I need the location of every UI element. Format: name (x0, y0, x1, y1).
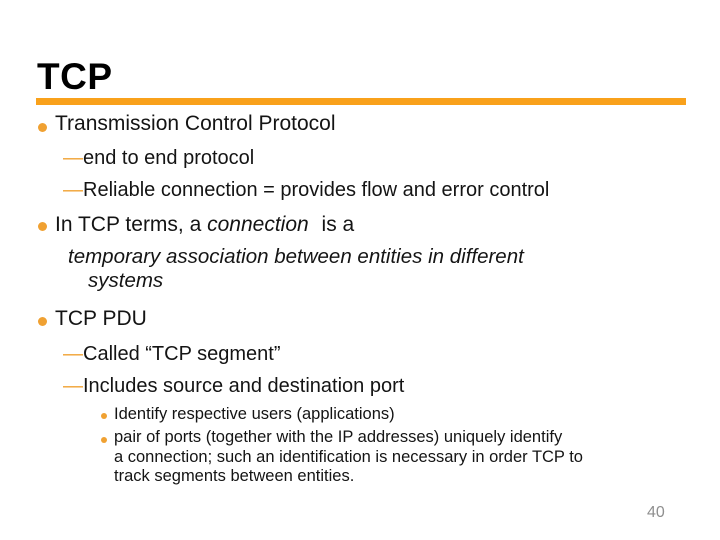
bullet-text-prefix: In TCP terms, a (55, 213, 208, 236)
dash-bullet-icon: — (63, 179, 83, 201)
sub-sub-bullet-pair-of-ports: pair of ports (together with the IP addr… (114, 428, 583, 487)
bullet-text-suffix: is a (315, 213, 355, 236)
sub-bullet-end-to-end: —end to end protocol (63, 146, 254, 170)
title-underline-rule (36, 98, 686, 105)
sub-bullet-text: Called “TCP segment” (83, 343, 281, 365)
bullet-dot-icon (38, 317, 47, 326)
dash-bullet-icon: — (63, 147, 83, 169)
small-bullet-dot-icon (101, 437, 107, 443)
italic-note-line-1: temporary association between entities i… (68, 245, 524, 268)
bullet-item-in-tcp-terms: In TCP terms, a connection is a (55, 212, 354, 237)
page-title: TCP (37, 56, 113, 97)
sub-bullet-text: end to end protocol (83, 147, 255, 169)
sub-bullet-text: Includes source and destination port (83, 375, 405, 397)
bullet-dot-icon (38, 123, 47, 132)
italic-note-line-2: systems (88, 269, 164, 292)
sub-bullet-reliable-connection: —Reliable connection = provides flow and… (63, 178, 549, 202)
sub-sub-bullet-line-1: pair of ports (together with the IP addr… (114, 428, 563, 446)
bullet-item-tcp-pdu: TCP PDU (55, 307, 147, 330)
dash-bullet-icon: — (63, 375, 83, 397)
sub-bullet-called-tcp-segment: —Called “TCP segment” (63, 342, 280, 366)
page-number: 40 (647, 504, 665, 521)
sub-sub-bullet-line-2: a connection; such an identification is … (114, 447, 583, 466)
sub-bullet-text: Reliable connection = provides flow and … (83, 179, 550, 201)
bullet-dot-icon (38, 222, 47, 231)
sub-sub-bullet-line-3: track segments between entities. (114, 467, 355, 485)
dash-bullet-icon: — (63, 343, 83, 365)
sub-sub-bullet-identify-users: Identify respective users (applications) (114, 405, 395, 423)
small-bullet-dot-icon (101, 413, 107, 419)
sub-bullet-includes-ports: —Includes source and destination port (63, 374, 404, 398)
bullet-item-transmission-control-protocol: Transmission Control Protocol (55, 112, 336, 135)
bullet-text-italic-connection: connection (207, 213, 309, 236)
